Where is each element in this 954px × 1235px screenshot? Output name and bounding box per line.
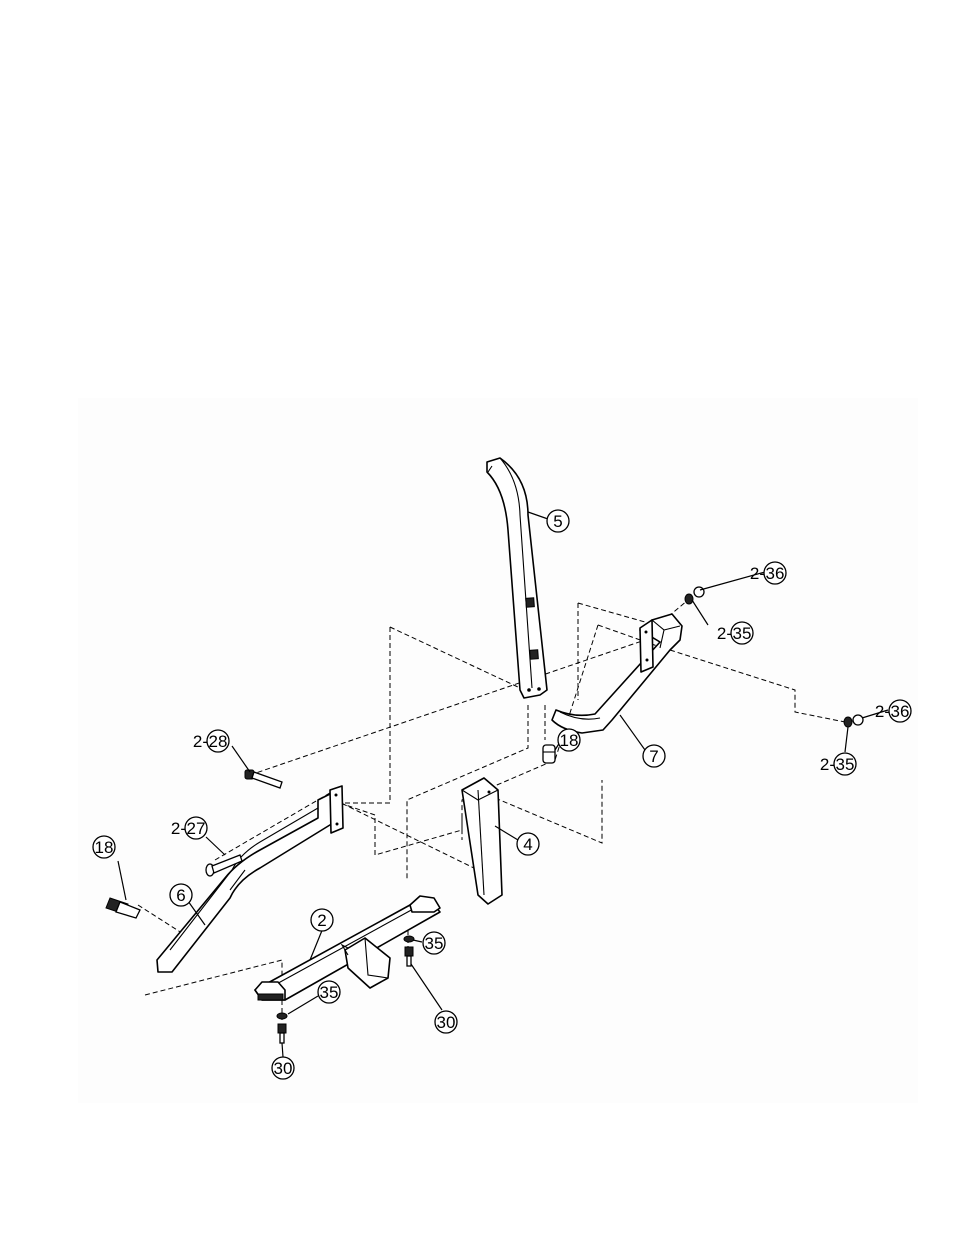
square-tube-part-4: [461, 777, 503, 905]
callout-2-35-lower-number: 35: [836, 755, 855, 774]
callout-30-left-number: 30: [274, 1059, 293, 1078]
callout-4: 4: [516, 832, 540, 856]
bolt-2-27: [205, 854, 243, 877]
callout-6-number: 6: [176, 886, 185, 905]
callout-18-upper: 18: [557, 728, 581, 752]
callout-18-upper-number: 18: [560, 731, 579, 750]
bolt-part-18-lower: [105, 897, 141, 919]
callout-35-left-number: 35: [320, 983, 339, 1002]
callout-5: 5: [546, 509, 570, 533]
callout-30-left: 30: [271, 1056, 295, 1080]
bolt-2-28: [244, 769, 283, 789]
callout-18-lower: 18: [92, 835, 116, 859]
callout-35-right-number: 35: [425, 934, 444, 953]
right-arm-part-7: [551, 613, 683, 734]
callout-2-36-lower: 2- 36: [875, 699, 912, 723]
callout-30-right: 30: [434, 1010, 458, 1034]
callout-2-number: 2: [317, 911, 326, 930]
callout-2-28-prefix: 2-: [193, 732, 208, 751]
callout-2-27-number: 27: [187, 819, 206, 838]
callout-2-35-upper-number: 35: [733, 624, 752, 643]
callout-2-35-upper-prefix: 2-: [717, 624, 732, 643]
callout-2-36-upper-prefix: 2-: [750, 564, 765, 583]
callout-35-right: 35: [422, 931, 446, 955]
upright-post-part-5: [486, 457, 548, 699]
callout-leaders: [117, 511, 889, 1058]
base-washer-bolt-right: [403, 935, 415, 967]
callout-2-36-upper: 2- 36: [750, 561, 787, 585]
left-arm-part-6: [156, 785, 344, 973]
callout-2: 2: [310, 908, 334, 932]
callout-6: 6: [169, 883, 193, 907]
callout-35-left: 35: [317, 980, 341, 1004]
callout-2-35-upper: 2- 35: [717, 621, 754, 645]
callout-2-28-number: 28: [209, 732, 228, 751]
callout-30-right-number: 30: [437, 1013, 456, 1032]
callout-18-lower-number: 18: [95, 838, 114, 857]
washer-nut-lower-right: [843, 714, 864, 728]
base-frame-part-2: [254, 895, 441, 1001]
callout-7: 7: [642, 744, 666, 768]
callout-2-36-lower-prefix: 2-: [875, 702, 890, 721]
assembly-guide-lines: [137, 599, 846, 1020]
callout-7-number: 7: [649, 747, 658, 766]
callout-2-27-prefix: 2-: [171, 819, 186, 838]
bolt-part-18-upper: [542, 744, 556, 764]
callout-2-35-lower: 2- 35: [820, 752, 857, 776]
callout-4-number: 4: [523, 835, 532, 854]
callout-5-number: 5: [553, 512, 562, 531]
callout-2-35-lower-prefix: 2-: [820, 755, 835, 774]
callout-2-36-upper-number: 36: [766, 564, 785, 583]
callout-2-27: 2- 27: [171, 816, 208, 840]
callout-2-28: 2- 28: [193, 729, 230, 753]
callout-2-36-lower-number: 36: [891, 702, 910, 721]
